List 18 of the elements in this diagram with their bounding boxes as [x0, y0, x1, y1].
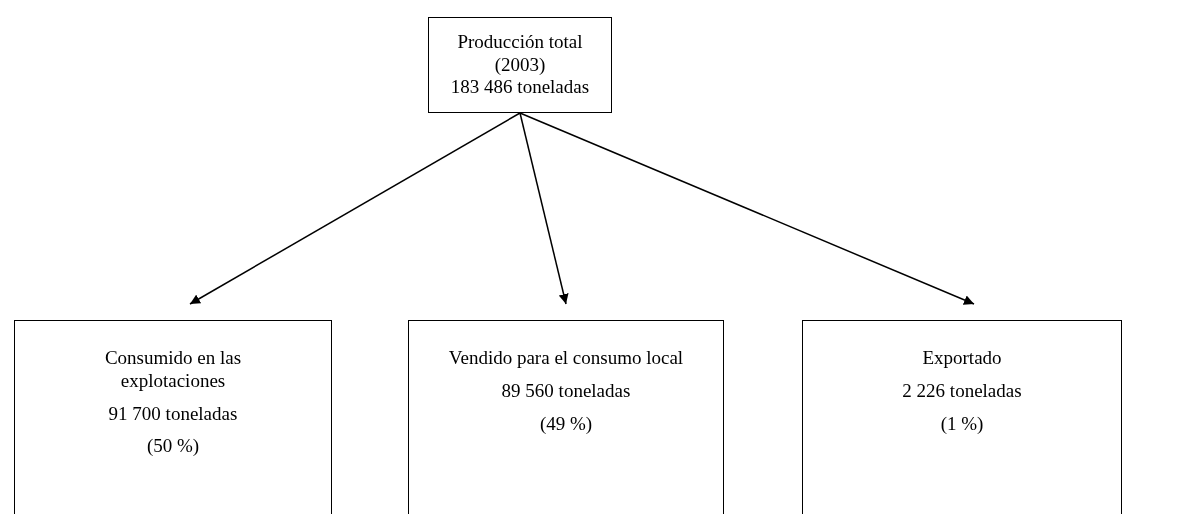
- text-box: [408, 320, 724, 514]
- box-text: 183 486 toneladas: [450, 76, 590, 100]
- arrow: [189, 112, 521, 305]
- box-text: (1 %): [940, 412, 984, 436]
- arrow: [519, 112, 975, 305]
- box-text: (49 %): [539, 412, 593, 436]
- arrow: [519, 112, 569, 305]
- box-text: 2 226 toneladas: [902, 379, 1022, 403]
- box-heading: Consumido en las explotaciones: [103, 347, 243, 393]
- box-heading: Producción total (2003): [456, 30, 584, 77]
- box-text: 89 560 toneladas: [501, 379, 631, 403]
- box-text: (50 %): [146, 435, 200, 459]
- text-box: [14, 320, 332, 514]
- box-text: 91 700 toneladas: [108, 402, 238, 426]
- text-box: [428, 17, 612, 113]
- text-box: [802, 320, 1122, 514]
- box-heading: Vendido para el consumo local: [448, 347, 684, 370]
- box-heading: Exportado: [922, 347, 1002, 370]
